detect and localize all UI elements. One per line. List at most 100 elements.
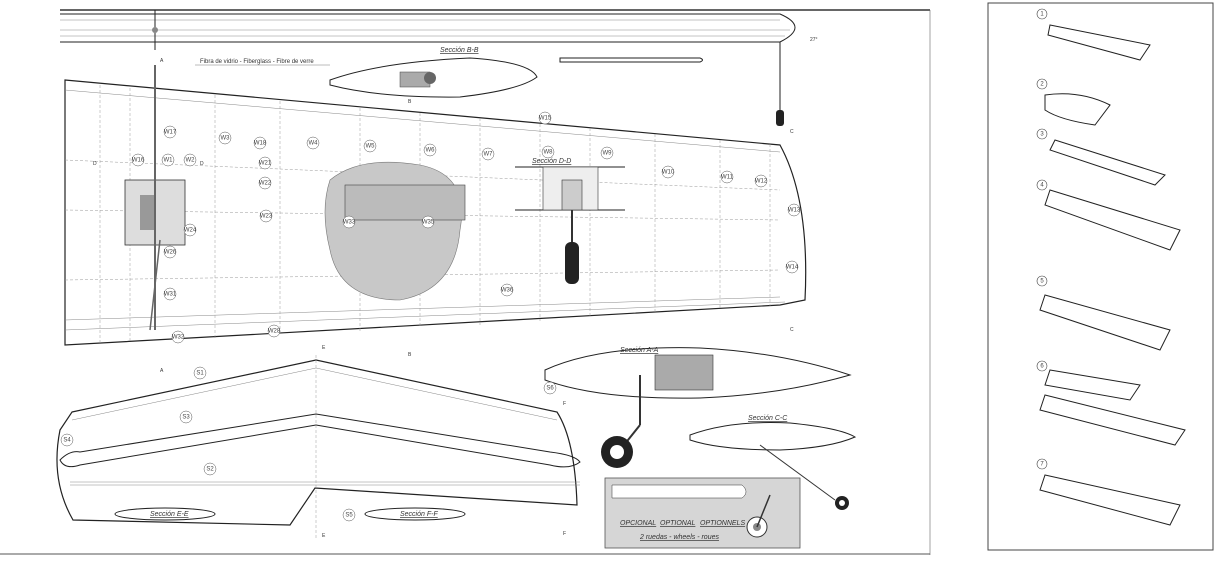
svg-text:S6: S6 (546, 386, 554, 392)
step-number: 4 (1036, 179, 1048, 191)
svg-text:W23: W23 (260, 214, 273, 220)
svg-text:W35: W35 (422, 220, 435, 226)
part-callout: W18 (253, 136, 267, 150)
assembly-step-numbers: 1 2 3 4 5 6 7 (1036, 8, 1048, 470)
svg-text:F: F (563, 531, 566, 537)
part-callout: W14 (785, 260, 799, 274)
svg-text:W33: W33 (343, 220, 356, 226)
optional-es: OPCIONAL (620, 520, 656, 527)
part-callout: W2 (183, 153, 197, 167)
fiberglass-note: Fibra de vidrio - Fiberglass - Fibre de … (200, 59, 314, 65)
section-dd-drawing (515, 166, 625, 284)
svg-text:W26: W26 (164, 250, 177, 256)
svg-text:W8: W8 (544, 150, 554, 156)
step-number: 5 (1036, 275, 1048, 287)
svg-text:E: E (322, 533, 326, 539)
svg-text:5: 5 (1040, 279, 1044, 285)
svg-text:7: 7 (1040, 462, 1044, 468)
step-number: 2 (1036, 78, 1048, 90)
svg-text:A: A (160, 368, 164, 374)
part-callout: W7 (481, 147, 495, 161)
section-marks: A A B B C C D D E E F F (93, 58, 794, 539)
svg-text:W31: W31 (164, 292, 177, 298)
step-number: 1 (1036, 8, 1048, 20)
optional-fr: OPTIONNELS (700, 520, 745, 527)
svg-text:W36: W36 (501, 288, 514, 294)
main-wing-planform (64, 65, 807, 346)
svg-text:W28: W28 (268, 329, 281, 335)
svg-text:W10: W10 (662, 170, 675, 176)
svg-text:S1: S1 (196, 371, 204, 377)
svg-text:C: C (790, 129, 794, 135)
svg-text:W6: W6 (426, 148, 436, 154)
svg-text:1: 1 (1040, 12, 1044, 18)
svg-text:6: 6 (1040, 364, 1044, 370)
svg-text:E: E (322, 345, 326, 351)
assembly-step-sketches (1039, 24, 1186, 526)
svg-text:B: B (408, 99, 412, 105)
upper-wing-view (60, 10, 796, 126)
stab-part-callouts: S1 S2 S3 S4 S5 S6 (60, 366, 557, 522)
svg-text:W5: W5 (366, 144, 376, 150)
part-callout: S6 (543, 381, 557, 395)
optional-wheels-box (604, 477, 801, 549)
section-aa-caption: Sección A-A (620, 347, 659, 354)
section-ee-caption: Sección E-E (150, 511, 189, 518)
svg-text:W18: W18 (254, 141, 267, 147)
part-callout: W9 (600, 146, 614, 160)
part-callout: W21 (258, 156, 272, 170)
part-callout: W6 (423, 143, 437, 157)
svg-text:W24: W24 (184, 228, 197, 234)
part-callout: W3 (218, 131, 232, 145)
part-callout: W23 (259, 209, 273, 223)
section-cc-drawing (689, 422, 857, 510)
part-callout: W22 (258, 176, 272, 190)
part-callout: S4 (60, 433, 74, 447)
part-callout: W32 (171, 330, 185, 344)
part-callout: W35 (421, 215, 435, 229)
svg-text:S3: S3 (182, 415, 190, 421)
part-callout: S2 (203, 462, 217, 476)
svg-text:F: F (563, 401, 566, 407)
svg-text:W12: W12 (755, 179, 768, 185)
step-number: 6 (1036, 360, 1048, 372)
step-number: 7 (1036, 458, 1048, 470)
part-callout: W36 (500, 283, 514, 297)
svg-text:W22: W22 (259, 181, 272, 187)
part-callout: W17 (163, 125, 177, 139)
svg-text:S5: S5 (345, 513, 353, 519)
svg-text:W15: W15 (539, 116, 552, 122)
svg-text:4: 4 (1040, 183, 1044, 189)
part-callout: W26 (163, 245, 177, 259)
svg-text:W7: W7 (484, 152, 494, 158)
part-callout: W8 (541, 145, 555, 159)
section-ff-caption: Sección F-F (400, 511, 438, 518)
svg-text:W21: W21 (259, 161, 272, 167)
svg-text:A: A (160, 58, 164, 64)
svg-text:W32: W32 (172, 335, 185, 341)
optional-wheels: 2 ruedas - wheels - roues (639, 534, 719, 541)
section-bb-caption: Sección B-B (440, 47, 479, 54)
svg-text:3: 3 (1040, 132, 1044, 138)
dihedral-angle: 27° (810, 37, 818, 43)
svg-text:2: 2 (1040, 82, 1044, 88)
svg-text:W2: W2 (186, 158, 196, 164)
part-callout: W16 (131, 153, 145, 167)
part-callout: S3 (179, 410, 193, 424)
svg-text:W3: W3 (221, 136, 231, 142)
part-callout: W10 (661, 165, 675, 179)
stabilizer-planform (56, 355, 581, 540)
section-aa-drawing (544, 347, 852, 468)
part-callout: W4 (306, 136, 320, 150)
part-callout: W5 (363, 139, 377, 153)
part-callout: W1 (161, 153, 175, 167)
part-callout: S1 (193, 366, 207, 380)
svg-text:C: C (790, 327, 794, 333)
svg-text:S4: S4 (63, 438, 71, 444)
svg-text:W4: W4 (309, 141, 319, 147)
svg-text:B: B (408, 352, 412, 358)
wing-part-callouts: W17 W16 W1 W2 W3 W4 W5 W6 W7 W8 W9 W10 W… (131, 111, 801, 344)
part-callout: W33 (342, 215, 356, 229)
svg-text:W17: W17 (164, 130, 177, 136)
